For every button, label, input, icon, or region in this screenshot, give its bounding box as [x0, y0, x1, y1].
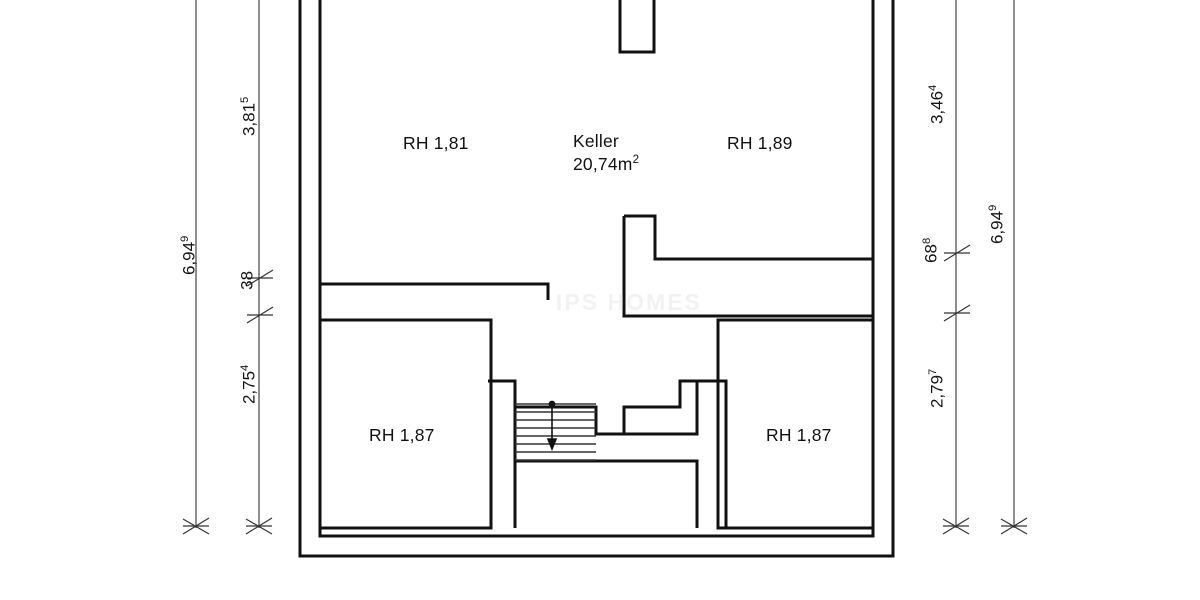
dim-right-1-value: 3,46 — [927, 90, 947, 125]
room-label-keller-area: 20,74m2 — [573, 154, 639, 175]
shaft-outline — [618, 0, 656, 54]
stair-arrow-head — [546, 438, 558, 452]
dim-right-3-value: 2,79 — [927, 374, 947, 409]
dim-ticks-left — [182, 269, 274, 535]
dim-left-outer-superscript: 9 — [178, 235, 191, 242]
stair-arrow-start-dot — [548, 400, 556, 408]
room-label-lower-right: RH 1,87 — [766, 425, 832, 445]
dim-left-3-superscript: 4 — [238, 364, 251, 371]
dim-right-2-value: 68 — [921, 244, 941, 263]
room-label-upper-left: RH 1,81 — [403, 133, 469, 153]
dim-left-1-superscript: 5 — [238, 96, 251, 103]
dim-label-left-chain-3: 2,754 — [238, 336, 261, 432]
keller-wall-center-notch — [624, 214, 873, 261]
dim-right-outer-value: 6,94 — [987, 210, 1007, 245]
dim-left-3-value: 2,75 — [239, 370, 259, 405]
dim-left-2-value: 38 — [237, 270, 257, 290]
dim-label-left-chain-1: 3,815 — [238, 68, 261, 164]
dim-label-right-chain-3: 2,797 — [926, 340, 949, 436]
stair-core-walls — [488, 379, 728, 528]
dimension-group-left — [182, 0, 274, 535]
dim-label-left-outer: 6,949 — [178, 207, 201, 303]
keller-wall-left-stub — [320, 282, 550, 300]
lower-rooms-walls — [320, 318, 873, 530]
dim-label-right-outer: 6,949 — [986, 176, 1009, 272]
dim-right-2-superscript: 8 — [920, 237, 933, 245]
dim-label-right-chain-2: 688 — [920, 202, 943, 298]
dim-label-right-chain-1: 3,464 — [926, 56, 949, 152]
dim-left-1-value: 3,81 — [239, 102, 259, 137]
keller-room-walls — [320, 0, 873, 318]
room-label-keller-name: Keller — [573, 131, 619, 151]
dimension-group-right — [942, 0, 1028, 535]
stair-landing-outline — [515, 459, 699, 528]
dim-right-3-superscript: 7 — [926, 368, 939, 375]
dim-ticks-right — [942, 244, 1028, 535]
room-label-lower-left: RH 1,87 — [369, 425, 435, 445]
outer-wall-outline — [298, 0, 895, 558]
stair-treads — [515, 403, 596, 461]
stair-direction-arrow — [546, 400, 558, 452]
watermark: IPS HOMES — [556, 289, 702, 315]
dim-left-outer-value: 6,94 — [179, 241, 199, 276]
dim-right-1-superscript: 4 — [926, 84, 939, 91]
room-label-upper-right: RH 1,89 — [727, 133, 793, 153]
stair-core-left-pier — [488, 379, 517, 528]
dim-right-outer-superscript: 9 — [986, 204, 999, 211]
keller-wall-center-down — [622, 216, 873, 318]
dim-label-left-chain-2: 38 — [238, 232, 259, 328]
room-lower-left-outline — [320, 318, 493, 530]
keller-area-superscript: 2 — [632, 154, 640, 167]
keller-area-value: 20,74m — [573, 154, 633, 174]
stair-core-right-pier — [622, 379, 728, 528]
building-outer-wall — [298, 0, 895, 558]
outer-wall-inner-face — [318, 0, 875, 538]
room-lower-right-outline — [716, 318, 873, 530]
